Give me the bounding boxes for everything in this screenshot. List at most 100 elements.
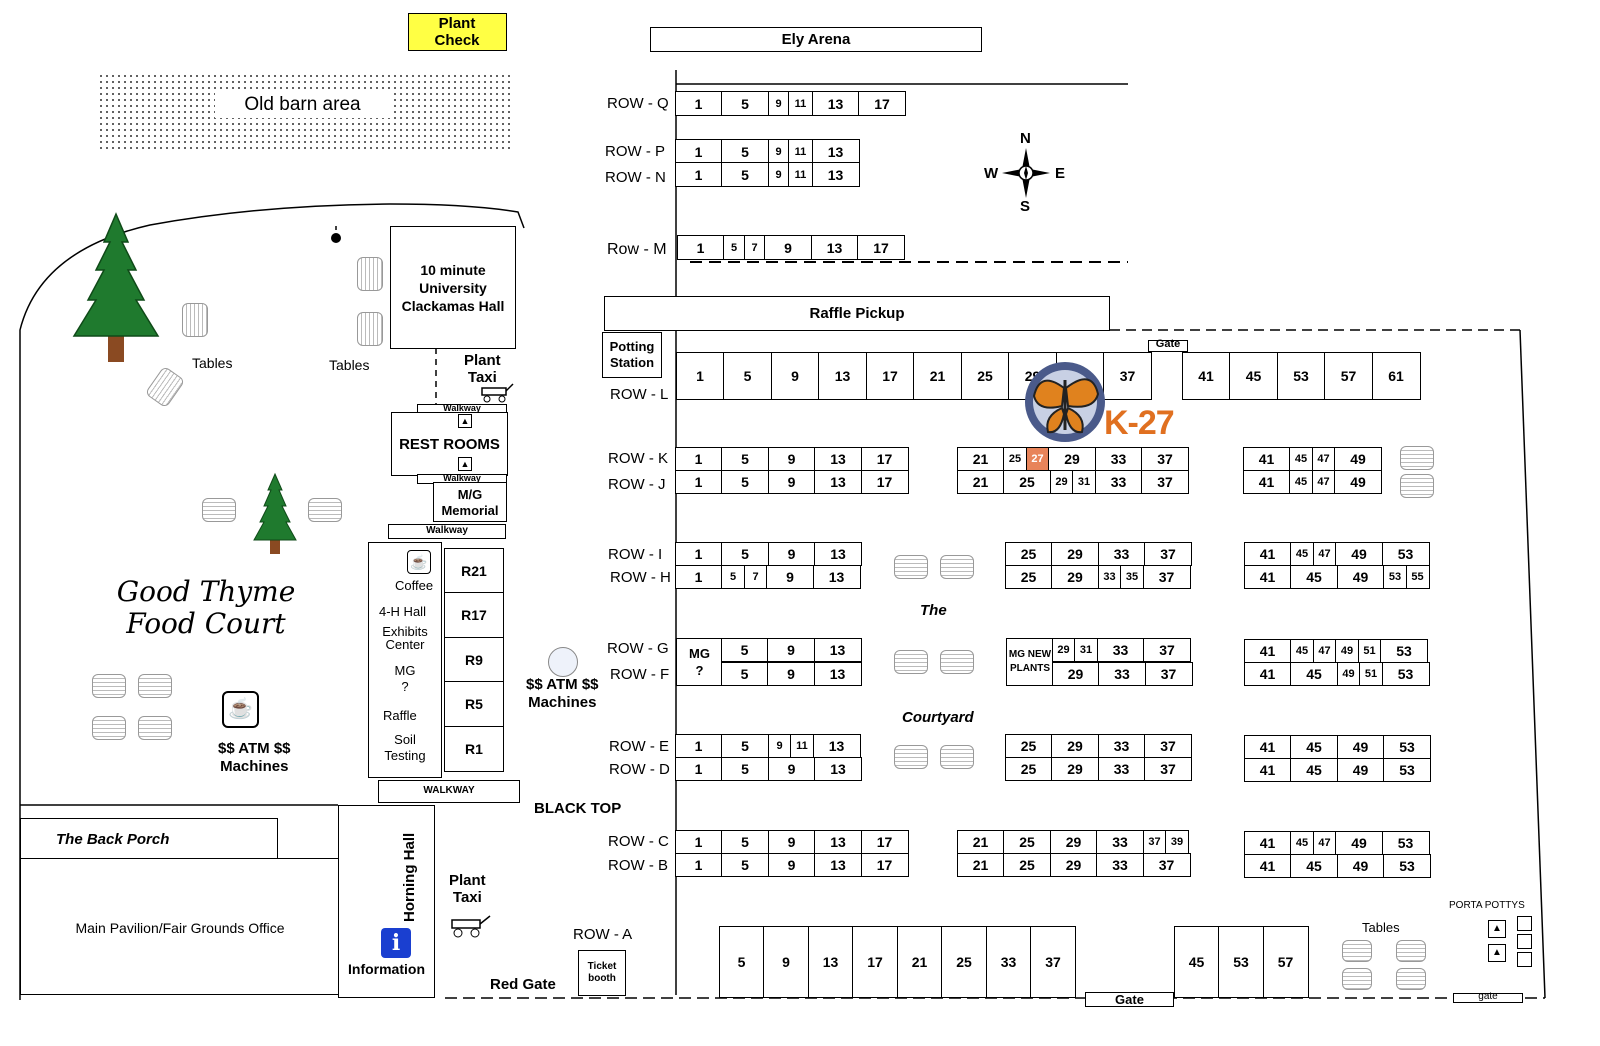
booth[interactable]: 13 (812, 734, 861, 758)
booth[interactable]: 5 (723, 352, 772, 400)
booth[interactable]: 5 (721, 91, 769, 116)
booth[interactable]: 45 (1290, 565, 1338, 589)
booth[interactable]: 37 (1142, 830, 1167, 854)
booth[interactable]: 7 (743, 235, 766, 260)
booth[interactable]: 41 (1243, 831, 1292, 855)
booth[interactable]: 1 (674, 830, 723, 854)
booth[interactable]: 45 (1290, 854, 1338, 878)
booth[interactable]: 45 (1290, 758, 1338, 782)
booth[interactable]: 21 (956, 830, 1005, 854)
booth[interactable]: 1 (674, 470, 723, 494)
booth[interactable]: 11 (788, 139, 813, 164)
booth[interactable]: 29 (1051, 757, 1099, 781)
booth[interactable]: 17 (865, 352, 915, 400)
booth[interactable]: 9 (767, 162, 790, 187)
booth[interactable]: 17 (857, 235, 905, 260)
booth[interactable]: 17 (852, 926, 898, 998)
booth[interactable]: 9 (767, 470, 816, 494)
booth[interactable]: 11 (788, 91, 813, 116)
booth[interactable]: 9 (763, 926, 809, 998)
booth[interactable]: 13 (818, 352, 867, 400)
booth[interactable]: 49 (1336, 565, 1385, 589)
booth[interactable]: 41 (1181, 352, 1231, 400)
booth[interactable]: 41 (1242, 447, 1291, 471)
booth[interactable]: 37 (1144, 734, 1192, 758)
booth[interactable]: 25 (1003, 470, 1051, 494)
booth[interactable]: 25 (1003, 853, 1051, 877)
booth[interactable]: 33 (1097, 734, 1146, 758)
booth[interactable]: 5 (723, 235, 745, 260)
booth[interactable]: 13 (811, 91, 860, 116)
booth[interactable]: 13 (814, 470, 862, 494)
booth[interactable]: 13 (811, 162, 860, 187)
booth[interactable]: 9 (767, 91, 790, 116)
gate-small[interactable]: gate (1453, 991, 1523, 1003)
booth[interactable]: 5 (721, 542, 769, 566)
booth[interactable]: 45 (1289, 447, 1313, 471)
booth[interactable]: 5 (721, 470, 769, 494)
booth-highlighted[interactable]: 27 (1025, 447, 1050, 471)
booth[interactable]: 39 (1165, 830, 1189, 854)
booth[interactable]: 45 (1173, 926, 1220, 998)
booth[interactable]: 5 (721, 162, 769, 187)
booth[interactable]: 53 (1383, 854, 1431, 878)
booth[interactable]: 45 (1290, 542, 1314, 566)
booth[interactable]: 9 (767, 734, 792, 758)
r-booth[interactable]: R21 (444, 547, 504, 594)
booth[interactable]: 37 (1144, 542, 1192, 566)
booth[interactable]: 53 (1383, 758, 1431, 782)
booth[interactable]: 13 (814, 757, 862, 781)
booth[interactable]: 41 (1243, 735, 1292, 759)
booth[interactable]: 13 (814, 853, 862, 877)
booth[interactable]: 37 (1144, 757, 1192, 781)
booth[interactable]: 9 (764, 235, 812, 260)
booth[interactable]: 1 (674, 162, 723, 187)
booth[interactable]: 41 (1243, 542, 1292, 566)
booth[interactable]: 49 (1335, 542, 1383, 566)
booth[interactable]: 13 (813, 662, 862, 686)
booth[interactable]: 29 (1049, 470, 1074, 494)
booth[interactable]: 11 (788, 162, 813, 187)
booth[interactable]: 25 (1004, 565, 1053, 589)
booth[interactable]: 21 (956, 853, 1005, 877)
booth[interactable]: 33 (1094, 447, 1143, 471)
booth[interactable]: 53 (1380, 639, 1428, 663)
booth[interactable]: 1 (674, 565, 723, 589)
booth[interactable]: 13 (811, 139, 860, 164)
booth[interactable]: 1 (674, 542, 723, 566)
booth[interactable]: 41 (1243, 758, 1292, 782)
booth[interactable]: 37 (1142, 853, 1191, 877)
booth[interactable]: 9 (767, 757, 816, 781)
booth[interactable]: 37 (1103, 352, 1152, 400)
booth[interactable]: 45 (1290, 662, 1338, 686)
booth[interactable]: 49 (1336, 662, 1361, 686)
booth[interactable]: 33 (1096, 853, 1144, 877)
booth[interactable]: 47 (1312, 542, 1337, 566)
booth[interactable]: 1 (676, 235, 725, 260)
booth[interactable]: 53 (1381, 831, 1430, 855)
booth[interactable]: 33 (1097, 565, 1122, 589)
booth[interactable]: 49 (1334, 447, 1382, 471)
booth[interactable]: 33 (1096, 638, 1145, 662)
booth[interactable]: 9 (767, 139, 790, 164)
booth[interactable]: 41 (1243, 854, 1292, 878)
booth[interactable]: 53 (1218, 926, 1264, 998)
booth[interactable]: 49 (1336, 758, 1385, 782)
booth[interactable]: 53 (1381, 662, 1430, 686)
booth[interactable]: 17 (858, 91, 906, 116)
booth[interactable]: 33 (1098, 662, 1146, 686)
booth[interactable]: 11 (790, 734, 814, 758)
booth[interactable]: 21 (896, 926, 943, 998)
booth[interactable]: 29 (1051, 662, 1100, 686)
booth[interactable]: 13 (810, 235, 859, 260)
booth[interactable]: 41 (1243, 565, 1292, 589)
booth[interactable]: 1 (674, 447, 723, 471)
r-booth[interactable]: R5 (444, 681, 504, 727)
booth[interactable]: 9 (767, 662, 815, 686)
booth[interactable]: 5 (721, 830, 769, 854)
booth[interactable]: 51 (1357, 639, 1382, 663)
booth[interactable]: 25 (941, 926, 987, 998)
booth[interactable]: 31 (1072, 470, 1096, 494)
booth[interactable]: 5 (721, 565, 745, 589)
booth[interactable]: 49 (1334, 470, 1382, 494)
